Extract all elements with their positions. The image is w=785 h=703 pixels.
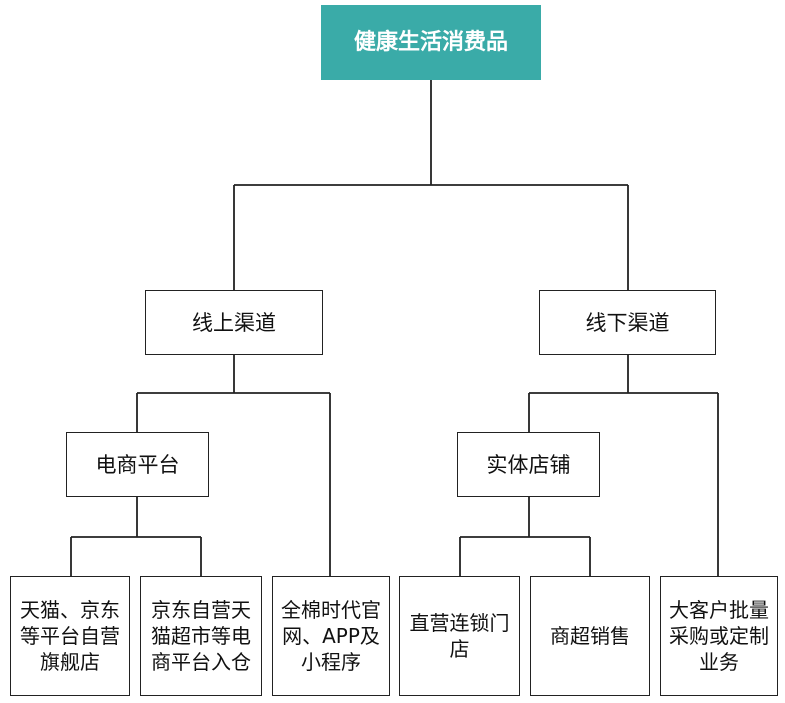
leaf-tmall-jd-flagship-label: 天猫、京东等平台自营旗舰店	[20, 598, 120, 674]
offline-channel-label: 线下渠道	[585, 310, 670, 335]
ecommerce-platform-node: 电商平台	[66, 432, 209, 497]
root-node: 健康生活消费品	[321, 5, 541, 80]
leaf-direct-chain-store-label: 直营连锁门店	[409, 611, 510, 661]
offline-channel-node: 线下渠道	[539, 290, 716, 355]
leaf-direct-chain-store: 直营连锁门店	[399, 576, 520, 696]
root-node-label: 健康生活消费品	[353, 29, 508, 55]
leaf-official-site-app-label: 全棉时代官网、APP及小程序	[281, 598, 381, 674]
online-channel-node: 线上渠道	[145, 290, 323, 355]
leaf-jd-self-operated: 京东自营天猫超市等电商平台入仓	[140, 576, 262, 696]
online-channel-label: 线上渠道	[192, 310, 276, 335]
physical-store-node: 实体店铺	[457, 432, 600, 497]
leaf-bulk-purchase-label: 大客户批量采购或定制业务	[669, 598, 769, 674]
physical-store-label: 实体店铺	[486, 452, 571, 477]
leaf-official-site-app: 全棉时代官网、APP及小程序	[272, 576, 390, 696]
leaf-supermarket-sales-label: 商超销售	[550, 624, 630, 648]
leaf-tmall-jd-flagship: 天猫、京东等平台自营旗舰店	[10, 576, 130, 696]
leaf-bulk-purchase: 大客户批量采购或定制业务	[660, 576, 778, 696]
leaf-supermarket-sales: 商超销售	[530, 576, 650, 696]
ecommerce-platform-label: 电商平台	[95, 452, 180, 477]
leaf-jd-self-operated-label: 京东自营天猫超市等电商平台入仓	[151, 598, 251, 674]
